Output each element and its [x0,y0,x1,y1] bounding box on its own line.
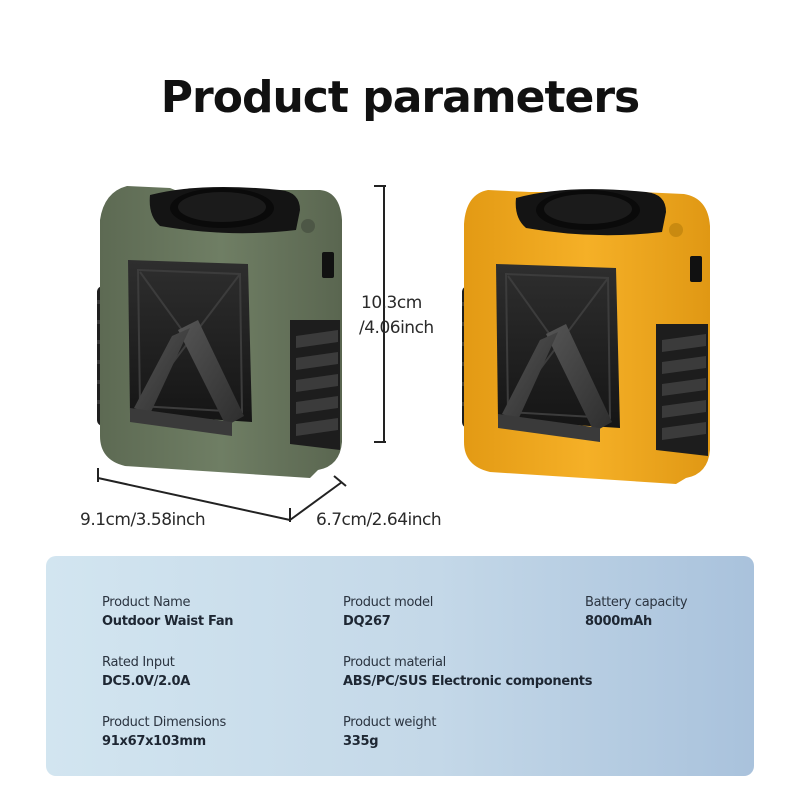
height-inch-label: /4.06inch [359,318,434,338]
depth-dimension-line [289,475,347,522]
spec-value: ABS/PC/SUS Electronic components [343,674,593,689]
yellow-fan-power-button-icon [669,223,683,237]
product-illustration [97,185,710,522]
spec-rated-input: Rated Input DC5.0V/2.0A [102,654,342,692]
height-dimension-line [374,185,386,443]
spec-label: Product material [343,655,446,670]
spec-value: 91x67x103mm [102,734,206,749]
green-fan-right-ribs [290,320,340,450]
spec-label: Rated Input [102,655,175,670]
product-image-area: 10.3cm /4.06inch 9.1cm/3.58inch 6.7cm/2.… [0,160,800,540]
page-title: Product parameters [160,72,640,123]
spec-battery-capacity: Battery capacity 8000mAh [585,594,745,632]
spec-value: DQ267 [343,614,391,629]
green-fan-belt-clip-icon [130,320,244,436]
spec-label: Product weight [343,715,437,730]
spec-value: 8000mAh [585,614,652,629]
yellow-fan-usb-port-icon [690,256,702,282]
spec-product-name: Product Name Outdoor Waist Fan [102,594,342,632]
spec-value: DC5.0V/2.0A [102,674,190,689]
spec-label: Battery capacity [585,595,688,610]
height-cm-label: 10.3cm [361,293,422,313]
yellow-fan [462,189,710,484]
spec-label: Product Name [102,595,191,610]
depth-label: 6.7cm/2.64inch [316,510,442,530]
spec-product-model: Product model DQ267 [343,594,583,632]
width-label: 9.1cm/3.58inch [80,510,206,530]
spec-label: Product Dimensions [102,715,226,730]
spec-panel: Product Name Outdoor Waist Fan Product m… [46,556,754,776]
green-fan [97,186,342,478]
width-dimension-line [97,468,291,521]
spec-label: Product model [343,595,434,610]
yellow-fan-belt-clip-icon [498,324,612,442]
spec-value: 335g [343,734,379,749]
spec-product-weight: Product weight 335g [343,714,583,752]
spec-product-dimensions: Product Dimensions 91x67x103mm [102,714,342,752]
spec-product-material: Product material ABS/PC/SUS Electronic c… [343,654,683,692]
spec-value: Outdoor Waist Fan [102,614,234,629]
green-fan-power-button-icon [301,219,315,233]
yellow-fan-right-ribs [656,324,708,456]
green-fan-usb-port-icon [322,252,334,278]
